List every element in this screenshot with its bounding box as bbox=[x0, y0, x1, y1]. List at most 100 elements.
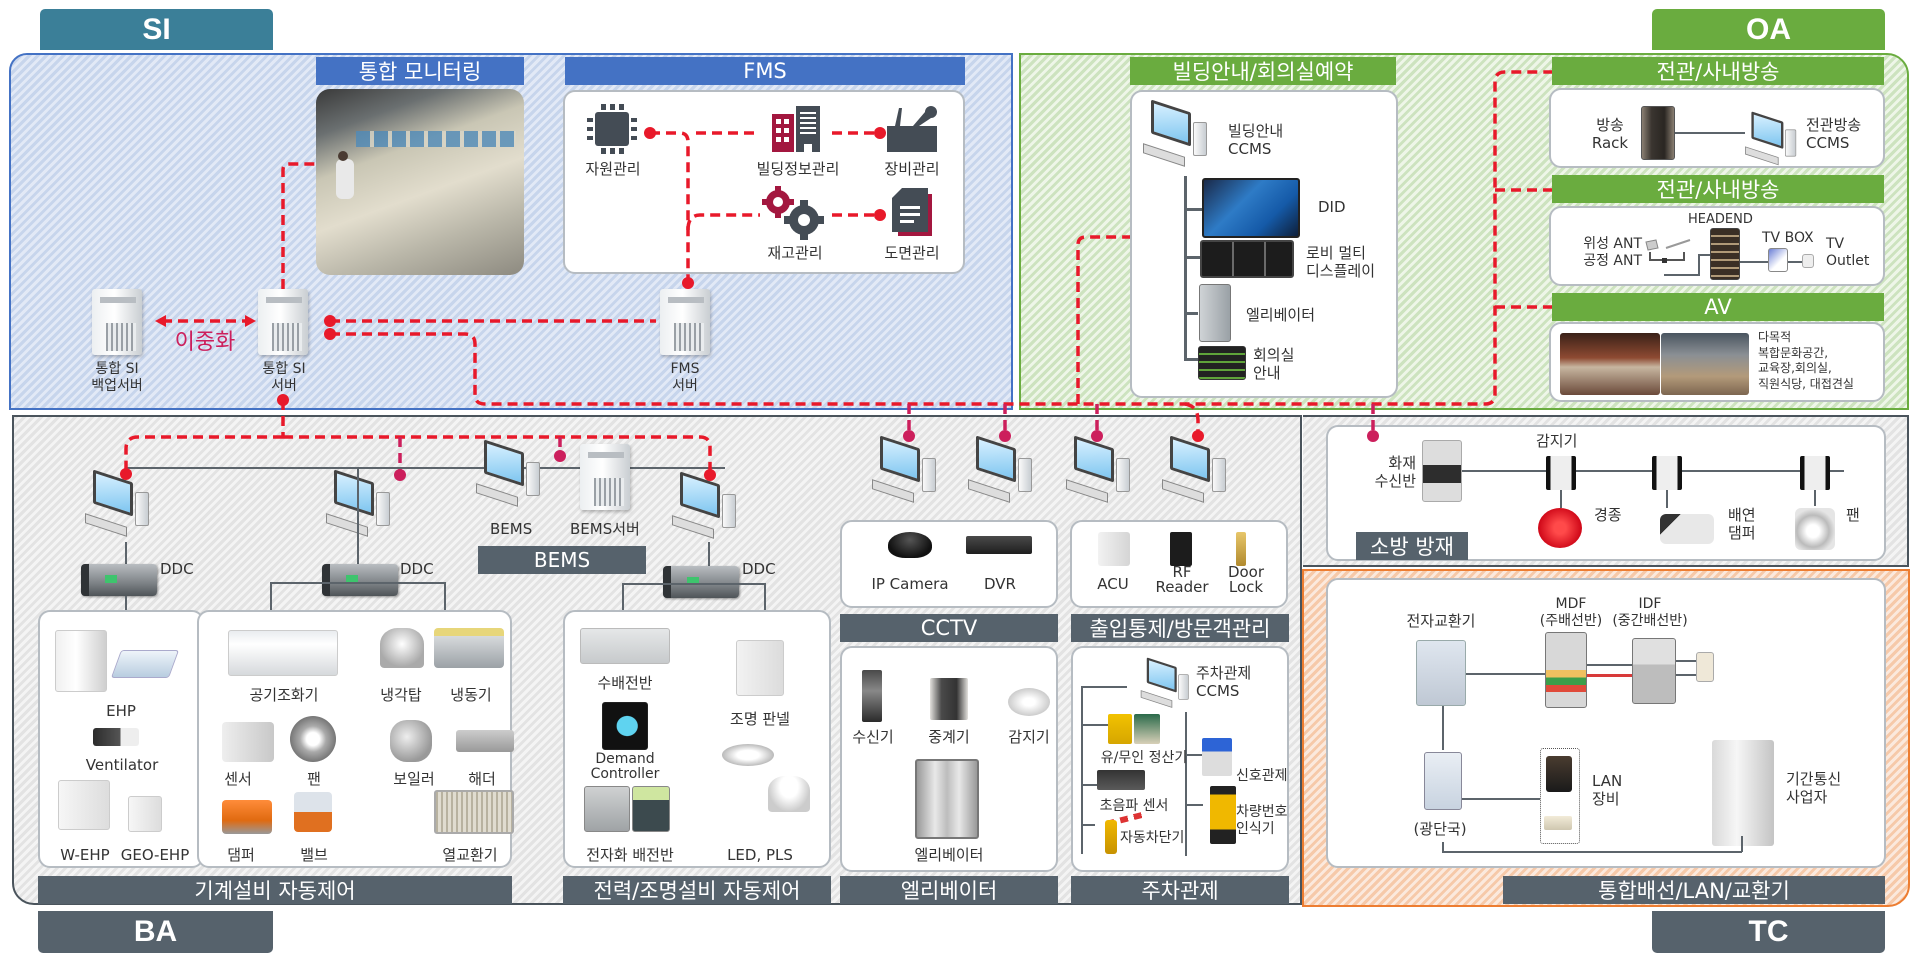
chip-icon bbox=[585, 104, 641, 154]
carrier-line2: 사업자 bbox=[1786, 788, 1828, 806]
ventilator-image bbox=[93, 728, 139, 746]
digital-panel-image-1 bbox=[584, 786, 630, 832]
door-lock-image bbox=[1236, 532, 1246, 566]
ddc2-icon bbox=[322, 564, 398, 596]
ba-pc3-icon bbox=[672, 471, 742, 546]
acu-label: ACU bbox=[1097, 575, 1129, 593]
fire-detector-image-3 bbox=[1800, 456, 1830, 490]
repeater-label: 중계기 bbox=[928, 728, 970, 746]
lighting-panel-label: 조명 판넬 bbox=[730, 710, 790, 728]
damper-image bbox=[222, 800, 272, 834]
optical-terminal-image bbox=[1424, 752, 1462, 810]
auditorium-photo bbox=[1560, 333, 1660, 395]
fms-building-info-label: 빌딩정보관리 bbox=[756, 160, 840, 178]
tv-broadcast-title: 전관/사내방송 bbox=[1552, 175, 1884, 203]
fire-detector-image-2 bbox=[1652, 456, 1682, 490]
did-label: DID bbox=[1318, 198, 1346, 216]
antenna-icon bbox=[1644, 238, 1694, 268]
bems-server-icon bbox=[580, 444, 630, 510]
tv-outlet-image bbox=[1802, 254, 1814, 268]
broadcast-rack-image bbox=[1641, 106, 1675, 160]
idf-image bbox=[1632, 638, 1676, 704]
fire-detector-label: 감지기 bbox=[1536, 432, 1578, 450]
redundancy-label: 이중화 bbox=[174, 330, 236, 355]
av-desc-line3: 교육장,회의실, bbox=[1758, 361, 1832, 376]
w-ehp-image bbox=[58, 780, 110, 830]
sensor-label: 센서 bbox=[224, 770, 252, 788]
w-ehp-label: W-EHP bbox=[60, 846, 110, 864]
monitoring-title: 통합 모니터링 bbox=[316, 57, 524, 85]
elevator-title: 엘리베이터 bbox=[840, 876, 1058, 904]
av-title: AV bbox=[1552, 293, 1884, 321]
si-server-label-line2: 서버 bbox=[271, 377, 297, 394]
wall-outlet-image bbox=[1696, 652, 1714, 682]
guide-title: 빌딩안내/회의실예약 bbox=[1130, 57, 1396, 85]
access-title: 출입통제/방문객관리 bbox=[1071, 614, 1289, 642]
mdf-line1: MDF bbox=[1555, 596, 1587, 612]
door-line2: Lock bbox=[1228, 578, 1264, 596]
lan-equipment-frame bbox=[1540, 748, 1580, 844]
antenna-label: 위성 ANT 공정 ANT bbox=[1566, 236, 1642, 270]
smoke-damper-label: 배연 댐퍼 bbox=[1728, 506, 1756, 542]
access-pc1-icon bbox=[968, 435, 1038, 510]
meeting-room-sign-image bbox=[1198, 346, 1246, 380]
geo-ehp-image bbox=[128, 796, 162, 832]
control-room-photo bbox=[316, 89, 524, 275]
demand-controller-label: Demand Controller bbox=[580, 752, 670, 781]
ultrasonic-label: 초음파 센서 bbox=[1099, 798, 1169, 814]
mdf-image bbox=[1545, 632, 1587, 708]
broadcast-panel bbox=[1549, 88, 1885, 168]
boiler-image bbox=[390, 720, 432, 762]
backup-server-label-line1: 통합 SI bbox=[95, 361, 139, 377]
led-pls-label: LED, PLS bbox=[727, 846, 793, 864]
si-server-label-line1: 통합 SI bbox=[262, 361, 306, 377]
lpr-label: 차량번호 인식기 bbox=[1236, 804, 1288, 838]
lpr-image bbox=[1210, 786, 1236, 844]
lpr-line1: 차량번호 bbox=[1236, 804, 1288, 820]
meeting-line2: 안내 bbox=[1253, 364, 1281, 382]
geo-ehp-label: GEO-EHP bbox=[120, 846, 190, 864]
bems-pc-icon bbox=[476, 439, 546, 514]
barrier-label: 자동차단기 bbox=[1120, 830, 1185, 846]
fms-title: FMS bbox=[565, 57, 965, 85]
ddc1-icon bbox=[81, 564, 157, 596]
idf-label: IDF (중간배선반) bbox=[1600, 596, 1700, 630]
pbx-image bbox=[1416, 640, 1466, 706]
ehp-outdoor-image bbox=[55, 630, 107, 692]
fan-label: 팬 bbox=[307, 770, 321, 788]
elevator-display-image bbox=[1199, 284, 1231, 342]
cctv-pc-icon bbox=[872, 435, 942, 510]
fire-detector-image-1 bbox=[1546, 456, 1576, 490]
ba-pc1-icon bbox=[85, 469, 155, 544]
lobby-multidisplay-label: 로비 멀티 디스플레이 bbox=[1306, 244, 1375, 280]
backup-server-label-line2: 백업서버 bbox=[91, 377, 143, 394]
guide-ccms-pc-icon bbox=[1143, 99, 1213, 174]
smoke-damper-image bbox=[1660, 514, 1714, 544]
guide-ccms-label: 빌딩안내 CCMS bbox=[1228, 122, 1283, 158]
lan-equipment-label: LAN 장비 bbox=[1592, 772, 1622, 808]
meeting-line1: 회의실 bbox=[1253, 346, 1295, 364]
smoke-line2: 댐퍼 bbox=[1728, 524, 1756, 542]
broadcast-ccms-label: 전관방송 CCMS bbox=[1806, 116, 1861, 152]
ehp-label: EHP bbox=[106, 702, 136, 720]
door-line1: Door bbox=[1227, 563, 1265, 581]
lan-modem-image bbox=[1544, 816, 1572, 830]
payment-kiosk-image-1 bbox=[1108, 714, 1132, 744]
av-desc-line2: 복합문화공간, bbox=[1758, 345, 1829, 360]
fire-title: 소방 방재 bbox=[1356, 532, 1468, 560]
optical-terminal-label: (광단국) bbox=[1413, 820, 1467, 838]
pccms-line1: 주차관제 bbox=[1196, 664, 1252, 682]
rf-line2: Reader bbox=[1155, 578, 1209, 596]
tv-box-label: TV BOX bbox=[1762, 230, 1814, 246]
ddc2-label: DDC bbox=[400, 560, 434, 578]
power-control-title: 전력/조명설비 자동제어 bbox=[563, 876, 831, 904]
meeting-room-label: 회의실 안내 bbox=[1253, 346, 1294, 382]
heat-exchanger-image bbox=[434, 790, 514, 834]
carrier-line1: 기간통신 bbox=[1786, 770, 1842, 788]
led-downlight-image bbox=[722, 744, 774, 766]
parking-ccms-pc-icon bbox=[1140, 657, 1194, 714]
ahu-label: 공기조화기 bbox=[249, 686, 319, 704]
ip-camera-image bbox=[888, 532, 932, 558]
meeting-room-photo bbox=[1661, 333, 1749, 395]
fire-receiver-image bbox=[1422, 440, 1462, 502]
